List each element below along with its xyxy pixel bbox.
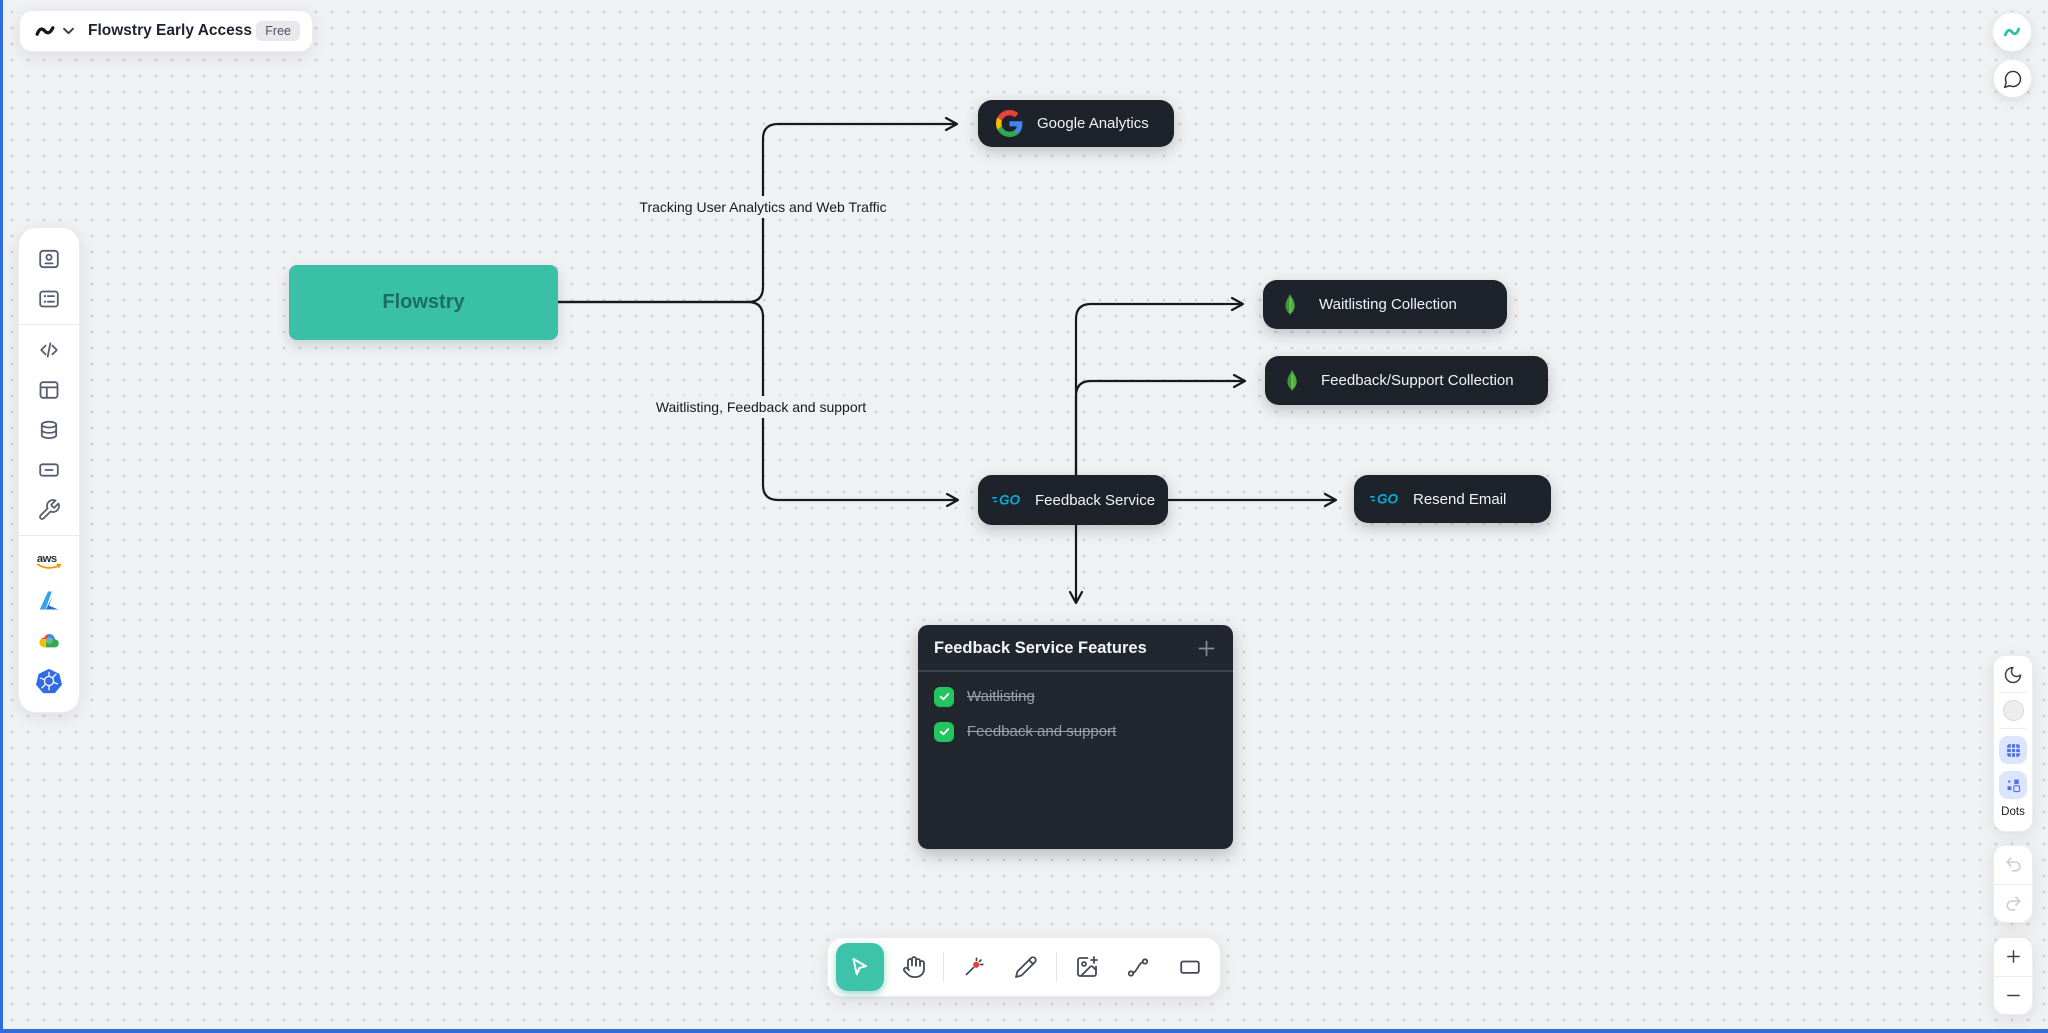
image-add-tool-button[interactable] [1065, 945, 1109, 989]
node-label: Flowstry [382, 291, 465, 313]
pencil-icon [1015, 956, 1037, 978]
node-label: Resend Email [1413, 490, 1507, 508]
node-label: Feedback Service [1035, 491, 1156, 509]
checklist-label: Waitlisting [967, 688, 1035, 705]
node-waitlisting-collection[interactable]: Waitlisting Collection [1263, 280, 1507, 329]
google-logo-icon [996, 110, 1023, 137]
form-list-icon[interactable] [34, 284, 64, 314]
node-google-analytics[interactable]: Google Analytics [978, 100, 1174, 147]
feature-card[interactable]: Feedback Service Features Waitlisting Fe… [918, 625, 1233, 849]
canvas-boundary-left [0, 0, 3, 1033]
cursor-icon [852, 958, 867, 976]
moon-icon [2004, 666, 2022, 684]
curve-connector-icon [1128, 958, 1149, 977]
zoom-in-button[interactable] [1994, 938, 2032, 976]
dots-background-button[interactable] [1999, 771, 2027, 799]
shape-library-sidebar: aws [18, 227, 80, 713]
edge-label-analytics: Tracking User Analytics and Web Traffic [631, 196, 895, 218]
sidebar-divider [19, 535, 79, 536]
svg-text:GO: GO [999, 493, 1021, 508]
svg-text:aws: aws [37, 553, 57, 565]
tool-toolbar [827, 937, 1221, 997]
chat-bubble-icon [2003, 70, 2021, 88]
rectangle-tool-button[interactable] [1168, 945, 1212, 989]
plus-icon [2006, 950, 2020, 964]
project-title: Flowstry Early Access [88, 22, 252, 39]
add-item-button[interactable] [1196, 638, 1217, 659]
checklist-item: Feedback and support [934, 721, 1217, 742]
contact-card-icon[interactable] [34, 244, 64, 274]
node-label: Google Analytics [1037, 115, 1149, 132]
image-plus-icon [1076, 956, 1098, 977]
feature-card-title: Feedback Service Features [934, 639, 1147, 657]
svg-text:GO: GO [1377, 492, 1399, 507]
database-icon[interactable] [34, 415, 64, 445]
node-resend-email[interactable]: GO Resend Email [1354, 475, 1551, 523]
edge-feedback-service-to-waitlisting [1074, 296, 1245, 475]
select-tool-button[interactable] [836, 943, 884, 991]
code-icon[interactable] [34, 335, 64, 365]
aws-logo[interactable]: aws [34, 546, 64, 576]
panel-divider [2000, 692, 2026, 693]
layout-icon[interactable] [34, 375, 64, 405]
undo-icon [2005, 857, 2021, 872]
node-feedback-service[interactable]: GO Feedback Service [978, 475, 1168, 525]
connector-tool-button[interactable] [1117, 945, 1161, 989]
minus-icon [2006, 994, 2020, 996]
checkbox-checked-icon[interactable] [934, 686, 954, 707]
redo-icon [2005, 896, 2021, 911]
zoom-panel [1993, 937, 2033, 1015]
panel-divider [2000, 728, 2026, 729]
zoom-out-button[interactable] [1994, 976, 2032, 1014]
canvas-settings-panel: Dots [1993, 655, 2033, 832]
canvas-boundary-bottom [0, 1029, 2048, 1033]
panel-divider [1994, 883, 2032, 885]
chat-button[interactable] [1993, 59, 2032, 98]
edge-feedback-service-to-feedback-collection [1074, 373, 1247, 475]
checklist-item: Waitlisting [934, 686, 1217, 707]
checkbox-checked-icon[interactable] [934, 721, 954, 742]
edge-label-waitlisting: Waitlisting, Feedback and support [647, 396, 875, 418]
card-divider [918, 670, 1233, 672]
history-panel [1993, 845, 2033, 923]
undo-button[interactable] [1994, 846, 2032, 884]
laser-pointer-icon [965, 957, 984, 976]
teal-wave-icon [2003, 27, 2021, 37]
plan-badge: Free [256, 21, 300, 41]
chevron-down-icon[interactable] [63, 27, 74, 35]
sync-status-button[interactable] [1992, 12, 2032, 52]
node-flowstry[interactable]: Flowstry [289, 265, 558, 340]
canvas-color-swatch[interactable] [2002, 700, 2024, 721]
node-label: Feedback/Support Collection [1321, 372, 1514, 389]
mongodb-leaf-icon [1281, 291, 1299, 319]
toolbar-divider [1055, 952, 1057, 982]
text-card-icon[interactable] [34, 455, 64, 485]
sidebar-divider [19, 324, 79, 325]
kubernetes-logo[interactable] [34, 666, 64, 696]
azure-logo[interactable] [34, 586, 64, 616]
google-cloud-logo[interactable] [34, 626, 64, 656]
background-mode-label: Dots [2001, 806, 2025, 818]
node-label: Waitlisting Collection [1319, 296, 1457, 313]
grid-icon [2006, 743, 2020, 757]
hand-tool-button[interactable] [892, 945, 936, 989]
panel-divider [1994, 975, 2032, 977]
laser-pointer-tool-button[interactable] [952, 945, 996, 989]
grid-background-button[interactable] [1999, 736, 2027, 764]
dark-mode-toggle[interactable] [2003, 665, 2023, 685]
rectangle-icon [1180, 960, 1200, 974]
header-pill[interactable]: Flowstry Early Access Free [19, 10, 313, 52]
golang-logo-icon: GO [992, 492, 1023, 508]
golang-logo-icon: GO [1370, 491, 1401, 507]
redo-button[interactable] [1994, 884, 2032, 922]
toolbar-divider [943, 952, 945, 982]
hand-icon [902, 956, 925, 978]
wrench-icon[interactable] [34, 495, 64, 525]
pencil-tool-button[interactable] [1004, 945, 1048, 989]
dots-pattern-icon [2006, 778, 2020, 792]
app-logo-icon [32, 20, 58, 42]
mongodb-leaf-icon [1283, 367, 1301, 395]
checklist-label: Feedback and support [967, 723, 1117, 740]
node-feedback-support-collection[interactable]: Feedback/Support Collection [1265, 356, 1548, 405]
